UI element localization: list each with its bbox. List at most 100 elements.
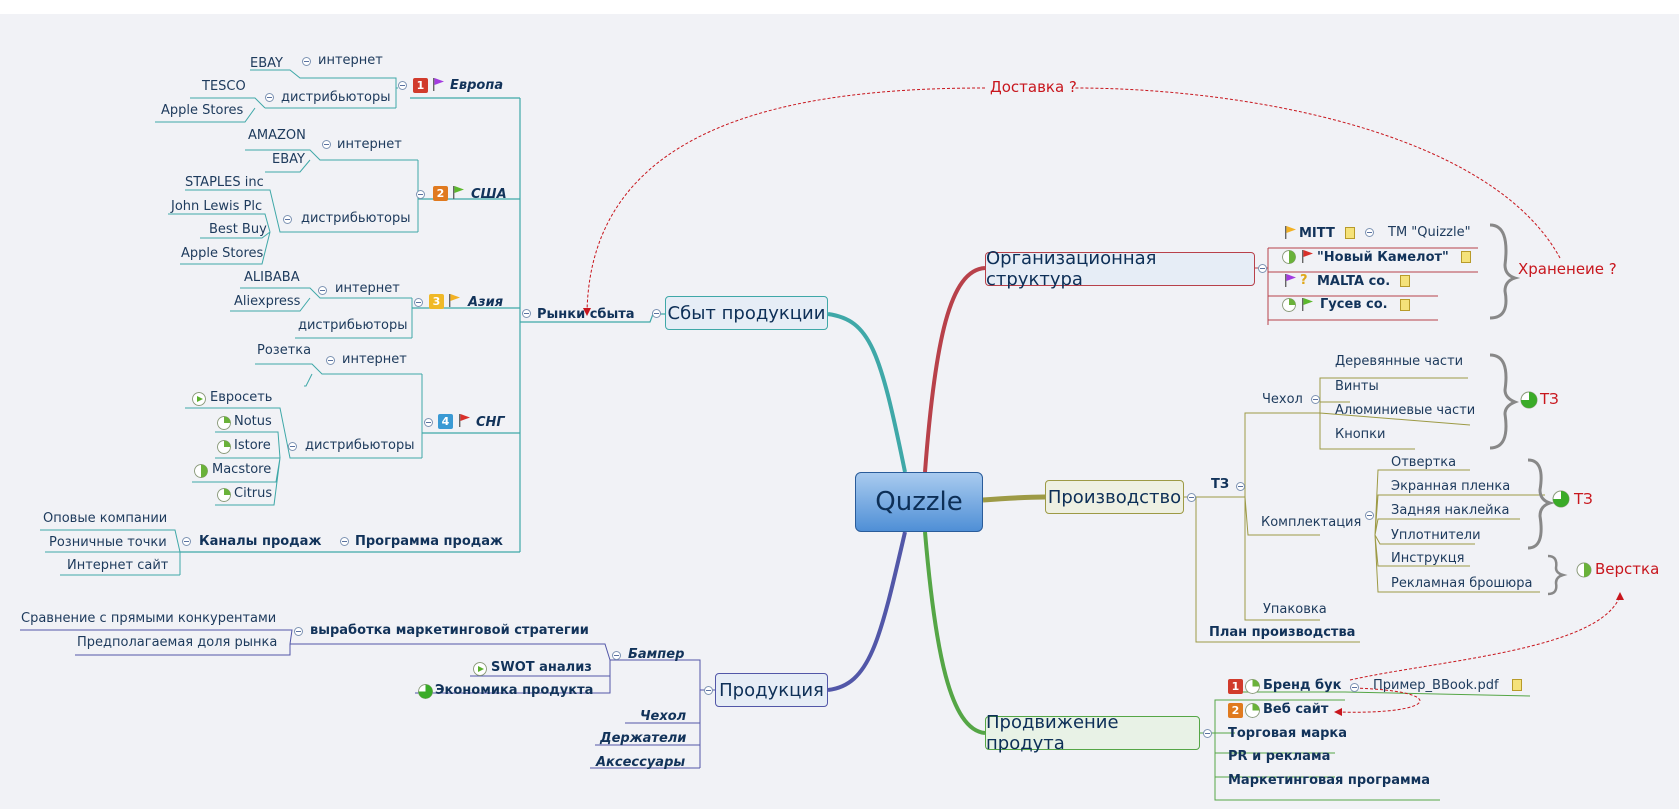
asia-label[interactable]: Азия [468,295,504,310]
collapse-button[interactable] [1350,683,1359,692]
kit-item[interactable]: Уплотнители [1391,528,1481,543]
collapse-button[interactable] [265,93,274,102]
marketing-program-label[interactable]: Маркетинговая программа [1228,773,1430,788]
root-topic[interactable]: Quzzle [855,472,983,532]
europe-dist-item[interactable]: TESCO [202,79,246,94]
org-mitt[interactable]: MITT [1299,226,1335,241]
economy-label[interactable]: Экономика продукта [435,683,594,698]
swot-label[interactable]: SWOT анализ [491,660,592,675]
collapse-button[interactable] [322,140,331,149]
cis-label[interactable]: СНГ [476,415,505,430]
strategy-item[interactable]: Сравнение с прямыми конкурентами [21,611,277,626]
org-gusev[interactable]: Гусев co. [1320,297,1388,312]
note-icon[interactable] [1400,299,1410,311]
collapse-button[interactable] [340,537,349,546]
channel-item[interactable]: Розничные точки [49,535,167,550]
kit-item[interactable]: Задняя наклейка [1391,503,1510,518]
case-item[interactable]: Деревянные части [1335,354,1464,369]
asia-internet-item[interactable]: Aliexpress [234,294,301,309]
note-icon[interactable] [1400,275,1410,287]
collapse-button[interactable] [652,309,661,318]
collapse-button[interactable] [612,651,621,660]
usa-dist-item[interactable]: Best Buy [209,222,267,237]
asia-internet-item[interactable]: ALIBABA [244,270,300,285]
collapse-button[interactable] [704,686,713,695]
collapse-button[interactable] [1203,729,1212,738]
case-item[interactable]: Кнопки [1335,427,1386,442]
brandbook-label[interactable]: Бренд бук [1263,678,1342,693]
pr-label[interactable]: PR и реклама [1228,749,1331,764]
bumper-label[interactable]: Бампер [628,647,685,662]
cis-dist-item[interactable]: Notus [234,414,272,429]
cis-dist-item[interactable]: Istore [234,438,271,453]
collapse-button[interactable] [1311,395,1320,404]
sales-channels-label[interactable]: Каналы продаж [199,534,322,549]
topic-org-structure[interactable]: Организационная структура [985,248,1255,290]
channel-item[interactable]: Интернет сайт [67,558,169,573]
brandbook-file[interactable]: Пример_BBook.pdf [1373,678,1499,693]
usa-dist-label[interactable]: дистрибьюторы [301,211,411,226]
channel-item[interactable]: Оповые компании [43,511,168,526]
europe-dist-item[interactable]: Apple Stores [161,103,244,118]
cis-dist-item[interactable]: Евросеть [210,390,273,405]
note-icon[interactable] [1345,227,1355,239]
note-icon[interactable] [1461,251,1471,263]
collapse-button[interactable] [1187,493,1196,502]
usa-internet-label[interactable]: интернет [337,137,402,152]
usa-dist-item[interactable]: Apple Stores [181,246,264,261]
usa-internet-item[interactable]: AMAZON [248,128,306,143]
topic-promotion[interactable]: Продвижение продута [985,712,1200,754]
collapse-button[interactable] [1258,264,1267,273]
collapse-button[interactable] [294,627,303,636]
cis-dist-item[interactable]: Macstore [212,462,272,477]
collapse-button[interactable] [522,309,531,318]
website-label[interactable]: Веб сайт [1263,702,1329,717]
packaging-label[interactable]: Упаковка [1263,602,1327,617]
kit-item[interactable]: Отвертка [1391,455,1457,470]
asia-dist-label[interactable]: дистрибьюторы [298,318,408,333]
case-item[interactable]: Винты [1335,379,1379,394]
org-malta[interactable]: MALTA co. [1317,274,1391,289]
org-tm-quizzle[interactable]: TM "Quizzle" [1388,225,1471,240]
cis-internet-item[interactable]: Розетка [257,343,312,358]
topic-production[interactable]: Производство [1045,480,1184,514]
usa-dist-item[interactable]: John Lewis Plc [171,199,263,214]
delivery-label[interactable]: Доставка ? [990,78,1077,96]
note-icon[interactable] [1512,679,1522,691]
collapse-button[interactable] [1365,511,1374,520]
usa-dist-item[interactable]: STAPLES inc [185,175,264,190]
europe-dist-label[interactable]: дистрибьюторы [281,90,391,105]
trademark-label[interactable]: Торговая марка [1228,726,1347,741]
accessories-label[interactable]: Аксессуары [596,755,686,770]
holders-label[interactable]: Держатели [600,731,687,746]
kit-item[interactable]: Экранная пленка [1391,479,1511,494]
collapse-button[interactable] [416,190,425,199]
case-item[interactable]: Алюминиевые части [1335,403,1476,418]
europe-internet-label[interactable]: интернет [318,53,383,68]
strategy-item[interactable]: Предполагаемая доля рынка [77,635,278,650]
asia-internet-label[interactable]: интернет [335,281,400,296]
case-label[interactable]: Чехол [1262,392,1303,407]
collapse-button[interactable] [424,418,433,427]
layout-callout[interactable]: Верстка [1595,560,1660,578]
collapse-button[interactable] [283,215,292,224]
europe-label[interactable]: Европа [450,78,504,93]
org-kamelot[interactable]: "Новый Камелот" [1317,250,1449,265]
collapse-button[interactable] [414,298,423,307]
storage-label[interactable]: Храненеие ? [1518,260,1617,278]
products-case-label[interactable]: Чехол [640,709,687,724]
collapse-button[interactable] [182,537,191,546]
collapse-button[interactable] [318,286,327,295]
collapse-button[interactable] [326,356,335,365]
collapse-button[interactable] [302,57,311,66]
cis-dist-item[interactable]: Citrus [234,486,273,501]
kit-item[interactable]: Инструкця [1391,551,1465,566]
tz-label[interactable]: ТЗ [1211,477,1230,492]
usa-label[interactable]: США [471,187,507,202]
cis-internet-label[interactable]: интернет [342,352,407,367]
europe-internet-item[interactable]: EBAY [250,56,283,71]
markets-label[interactable]: Рынки сбыта [537,307,635,322]
topic-products[interactable]: Продукция [715,673,828,707]
cis-dist-label[interactable]: дистрибьюторы [305,438,415,453]
kit-label[interactable]: Комплектация [1261,515,1362,530]
